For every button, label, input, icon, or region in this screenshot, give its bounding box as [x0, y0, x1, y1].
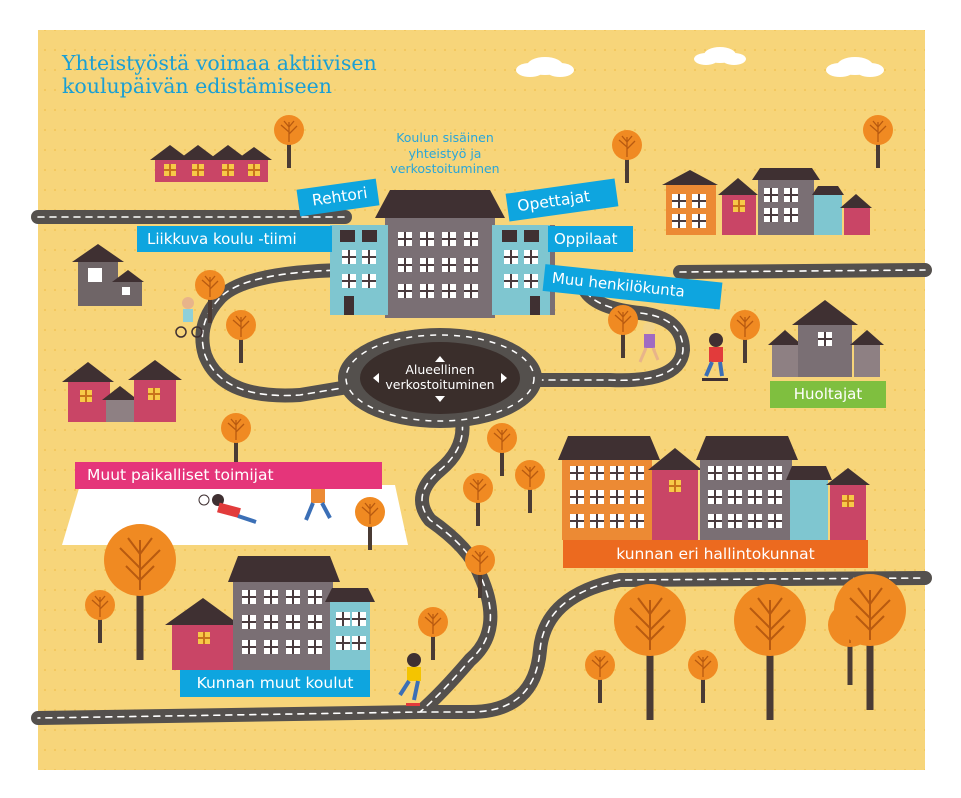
- roundabout-caption: Alueellinen verkostoituminen: [380, 362, 500, 392]
- roundabout: [338, 328, 542, 428]
- center-line-2: yhteistyö ja: [408, 145, 482, 161]
- houses-right-middle: [768, 300, 884, 377]
- cloud: [516, 47, 884, 77]
- label-kunnan-eri-hallintokunnat: kunnan eri hallintokunnat: [563, 540, 868, 568]
- roundabout-line-1: Alueellinen: [405, 362, 475, 377]
- kid-rollerskater: [398, 653, 421, 706]
- main-school-building: [330, 190, 555, 318]
- houses-bottom-left: [165, 556, 375, 672]
- title-line-1: Yhteistyöstä voimaa aktiivisen: [62, 51, 377, 75]
- page-title: Yhteistyöstä voimaa aktiivisen koulupäiv…: [62, 52, 377, 98]
- kid-skateboarder: [702, 333, 728, 381]
- roundabout-line-2: verkostoituminen: [385, 377, 495, 392]
- title-line-2: koulupäivän edistämiseen: [62, 74, 332, 98]
- roads: [31, 210, 932, 725]
- center-line-3: verkostoituminen: [390, 161, 500, 176]
- label-liikkuva-koulu-tiimi: Liikkuva koulu -tiimi: [137, 226, 332, 252]
- label-huoltajat: Huoltajat: [770, 381, 886, 408]
- houses-left-lower: [62, 360, 182, 422]
- center-line-1: Koulun sisäinen: [396, 130, 494, 145]
- center-caption: Koulun sisäinen yhteistyö ja verkostoitu…: [385, 130, 505, 177]
- label-oppilaat: Oppilaat: [548, 226, 633, 252]
- label-kunnan-muut-koulut: Kunnan muut koulut: [180, 670, 370, 697]
- houses-top-right: [662, 168, 872, 235]
- houses-left-middle: [72, 244, 144, 306]
- label-muut-paikalliset-toimijat: Muut paikalliset toimijat: [75, 462, 382, 489]
- kid-cyclist: [175, 297, 203, 338]
- houses-top-left: [150, 145, 272, 182]
- kid-soccer: [198, 494, 257, 524]
- kid-running-girl: [638, 322, 660, 363]
- houses-right-lower: [558, 436, 870, 540]
